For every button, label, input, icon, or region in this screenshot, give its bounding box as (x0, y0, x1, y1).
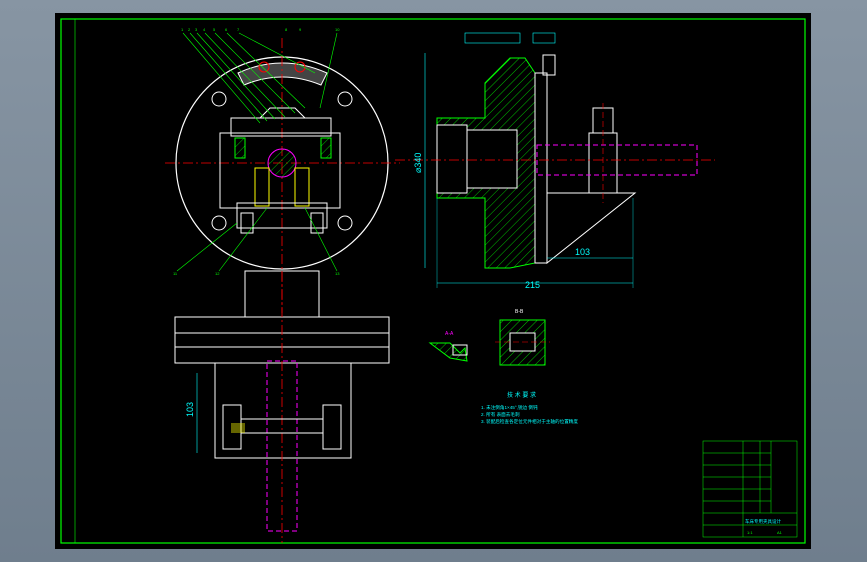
front-view-disk (165, 32, 400, 313)
section-label-a: A-A (445, 331, 454, 337)
dim-depth: 103 (575, 247, 590, 257)
part-number: 2 (188, 27, 191, 32)
part-number: 10 (335, 27, 340, 32)
title-block-sheet: A1 (777, 530, 783, 535)
title-block-title: 车床专用夹具设计 (745, 518, 781, 525)
part-number-labels: 1 2 3 4 5 6 7 8 9 10 11 12 13 (173, 27, 340, 276)
part-number: 5 (213, 27, 216, 32)
drawing-sheet: 103 ⌀340 103 215 A-A B-B 技 术 要 求 1. 未注倒角… (55, 13, 811, 549)
dim-bottom-height: 103 (185, 402, 195, 417)
dim-diameter: ⌀340 (413, 153, 423, 173)
part-number: 1 (181, 27, 184, 32)
detail-view-a (428, 342, 468, 362)
title-block-scale: 1:1 (747, 530, 753, 535)
part-number: 9 (299, 27, 302, 32)
detail-view-b (495, 319, 550, 366)
side-view-base (174, 270, 390, 543)
part-number: 6 (225, 27, 228, 32)
tech-req-item-3: 3. 装配后检查各定位元件相对于主轴的位置精度 (481, 418, 578, 425)
part-number: 11 (173, 271, 178, 276)
tech-req-item-2: 2. 所有 表面去毛刺 (481, 411, 520, 418)
tech-req-title: 技 术 要 求 (507, 391, 536, 399)
sheet-border (60, 18, 806, 544)
tech-req-item-1: 1. 未注倒角1×45°,锐边 倒钝 (481, 404, 538, 411)
part-number: 3 (195, 27, 198, 32)
section-label-b: B-B (515, 309, 524, 315)
part-number: 7 (237, 27, 240, 32)
part-number: 12 (215, 271, 220, 276)
part-number: 4 (203, 27, 206, 32)
section-view (395, 32, 715, 288)
frame-border (74, 18, 806, 544)
dim-width: 215 (525, 280, 540, 290)
cad-drawing: 103 ⌀340 103 215 A-A B-B 技 术 要 求 1. 未注倒角… (60, 18, 806, 544)
title-block (702, 440, 798, 538)
part-number: 8 (285, 27, 288, 32)
part-number: 13 (335, 271, 340, 276)
